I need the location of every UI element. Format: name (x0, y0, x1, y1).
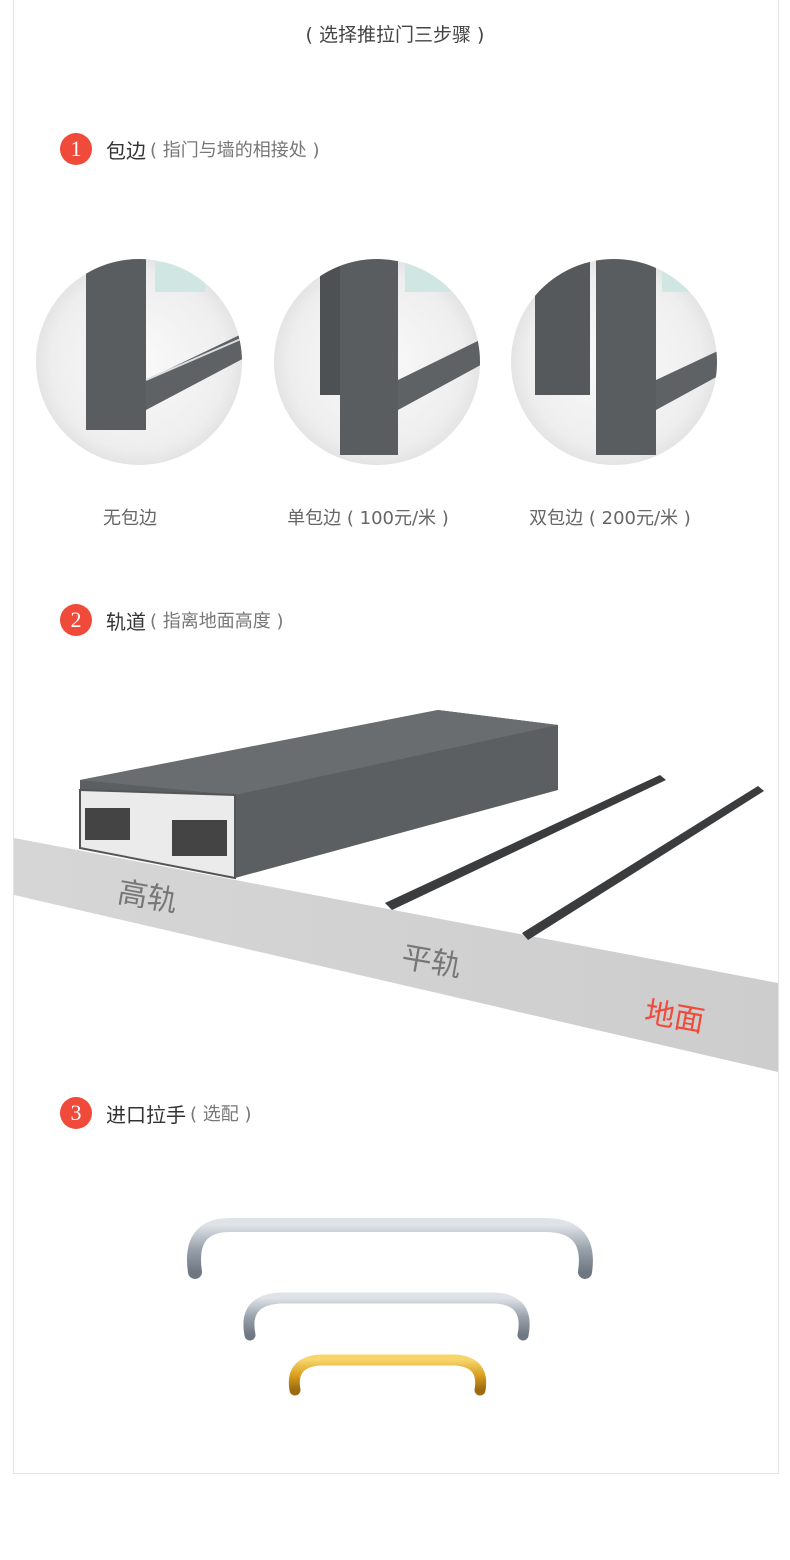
step-number-badge: 1 (60, 133, 92, 165)
floor-band (14, 838, 778, 1072)
section-1-heading: 1 包边 ( 指门与墙的相接处 ) (60, 133, 320, 165)
step-number-badge: 3 (60, 1097, 92, 1129)
flat-rail-image (385, 775, 764, 940)
option-double-trim: 双包边 ( 200元/米 ) (529, 508, 691, 529)
step-number-badge: 2 (60, 604, 92, 636)
no-trim-image (36, 259, 242, 465)
section-3-heading: 3 进口拉手 ( 选配 ) (60, 1097, 252, 1129)
option-single-trim: 单包边 ( 100元/米 ) (287, 508, 449, 529)
option-no-trim: 无包边 (103, 508, 157, 529)
handle-gold (288, 1354, 487, 1396)
section-note: ( 选配 ) (190, 1104, 252, 1125)
section-title: 轨道 (106, 609, 146, 634)
section-note: ( 指门与墙的相接处 ) (150, 140, 320, 161)
section-title: 包边 (106, 138, 146, 163)
handle-medium (243, 1292, 530, 1341)
single-trim-image (274, 259, 480, 465)
handle-large (187, 1218, 593, 1279)
section-2-heading: 2 轨道 ( 指离地面高度 ) (60, 604, 284, 636)
section-title: 进口拉手 (106, 1102, 186, 1127)
high-rail-image (79, 710, 558, 880)
double-trim-image (511, 259, 717, 465)
page-subtitle: ( 选择推拉门三步骤 ) (305, 24, 485, 46)
section-note: ( 指离地面高度 ) (150, 611, 284, 632)
content-frame (13, 0, 779, 1474)
